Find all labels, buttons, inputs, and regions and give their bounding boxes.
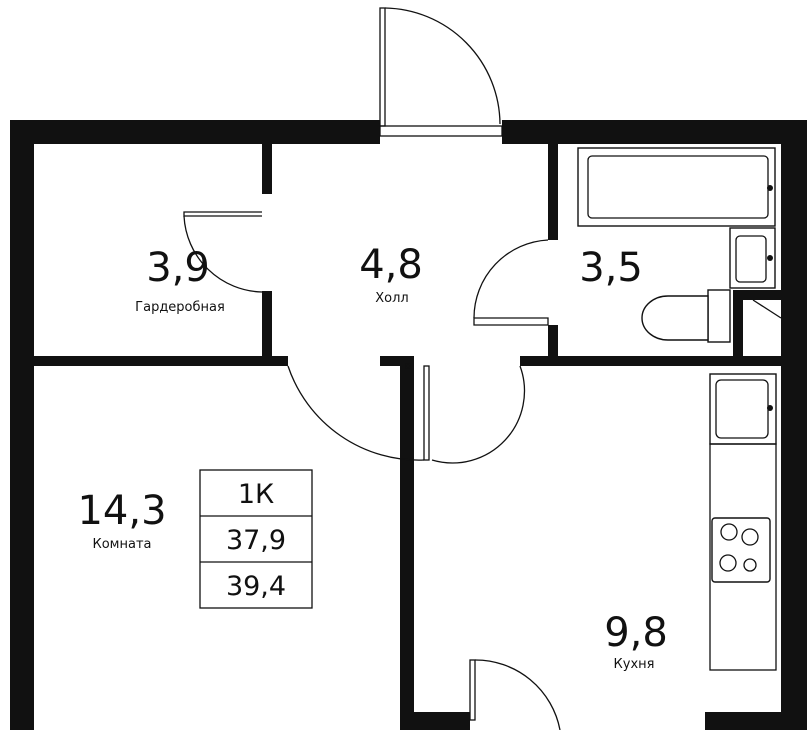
entrance-door-swing (384, 7, 501, 125)
kitchen-door-swing (431, 365, 526, 464)
kitchen-counter (709, 443, 777, 671)
wardrobe-door-leaf (183, 211, 262, 217)
outer-wall-left (10, 120, 34, 730)
wardrobe-area: 3,9 (146, 245, 210, 291)
stove-burner-icon (743, 558, 757, 572)
hall-area: 4,8 (359, 242, 423, 288)
fixtures (577, 147, 777, 671)
bathroom-door-swing (473, 239, 549, 319)
info-box-frame (199, 469, 313, 609)
kitchen-tap-icon (767, 405, 773, 411)
stove (711, 517, 771, 583)
kitchen-label: Кухня (614, 657, 655, 672)
bathtub-tap-icon (767, 185, 773, 191)
wall-room-kitchen (400, 366, 414, 730)
entrance-door-leaf (379, 7, 386, 127)
room-door-jamb (405, 363, 411, 369)
wardrobe-label: Гардеробная (135, 300, 225, 315)
kitchen-bottom-door-leaf (469, 659, 476, 721)
entrance-door-opening (379, 125, 503, 137)
bathroom-sink-inner (735, 235, 767, 283)
room-labels: 3,9 Гардеробная 4,8 Холл 3,5 14,3 Комнат… (77, 242, 667, 672)
room-area: 14,3 (77, 488, 166, 534)
stove-burner-icon (720, 523, 738, 541)
outer-wall-right (781, 120, 807, 730)
wall-hall-bottom-left (262, 356, 288, 366)
hall-label: Холл (375, 291, 408, 306)
wardrobe-door-swing (183, 215, 263, 293)
wall-wardrobe-hall-lower (262, 291, 272, 361)
room-door-leaf (423, 365, 430, 461)
shaft-diagonal (752, 299, 782, 319)
walls (10, 120, 807, 730)
living-area: 37,9 (226, 525, 286, 556)
room-label: Комната (93, 537, 152, 552)
shaft-wall (733, 290, 781, 300)
stove-burner-icon (741, 528, 759, 546)
wall-hall-bath-lower (548, 325, 558, 361)
toilet-bowl (641, 295, 709, 341)
outer-wall-top-left (10, 120, 380, 144)
wall-bottom-kitchen-right (705, 712, 781, 730)
kitchen-bottom-door-swing (474, 659, 561, 730)
outer-wall-top-right (502, 120, 807, 144)
wall-bath-bottom (520, 356, 781, 366)
info-box: 1К 37,9 39,4 (199, 469, 313, 609)
doors (183, 7, 561, 730)
sink-tap-icon (767, 255, 773, 261)
total-area: 39,4 (226, 571, 286, 602)
bathroom-area: 3,5 (579, 245, 643, 291)
wall-center-stub (380, 356, 414, 366)
kitchen-sink (709, 373, 777, 445)
room-door-swing (287, 365, 425, 461)
wall-bottom-kitchen-left (414, 712, 470, 730)
apartment-type: 1К (238, 479, 274, 510)
bathroom-door-leaf (473, 317, 549, 326)
bathtub (577, 147, 776, 227)
kitchen-area: 9,8 (604, 610, 668, 656)
wall-wardrobe-hall-upper (262, 144, 272, 194)
wall-hall-bath-upper (548, 144, 558, 240)
toilet-tank (707, 289, 731, 343)
shaft-wall-side (733, 290, 743, 356)
wall-wardrobe-bottom (34, 356, 272, 366)
stove-burner-icon (719, 554, 737, 572)
